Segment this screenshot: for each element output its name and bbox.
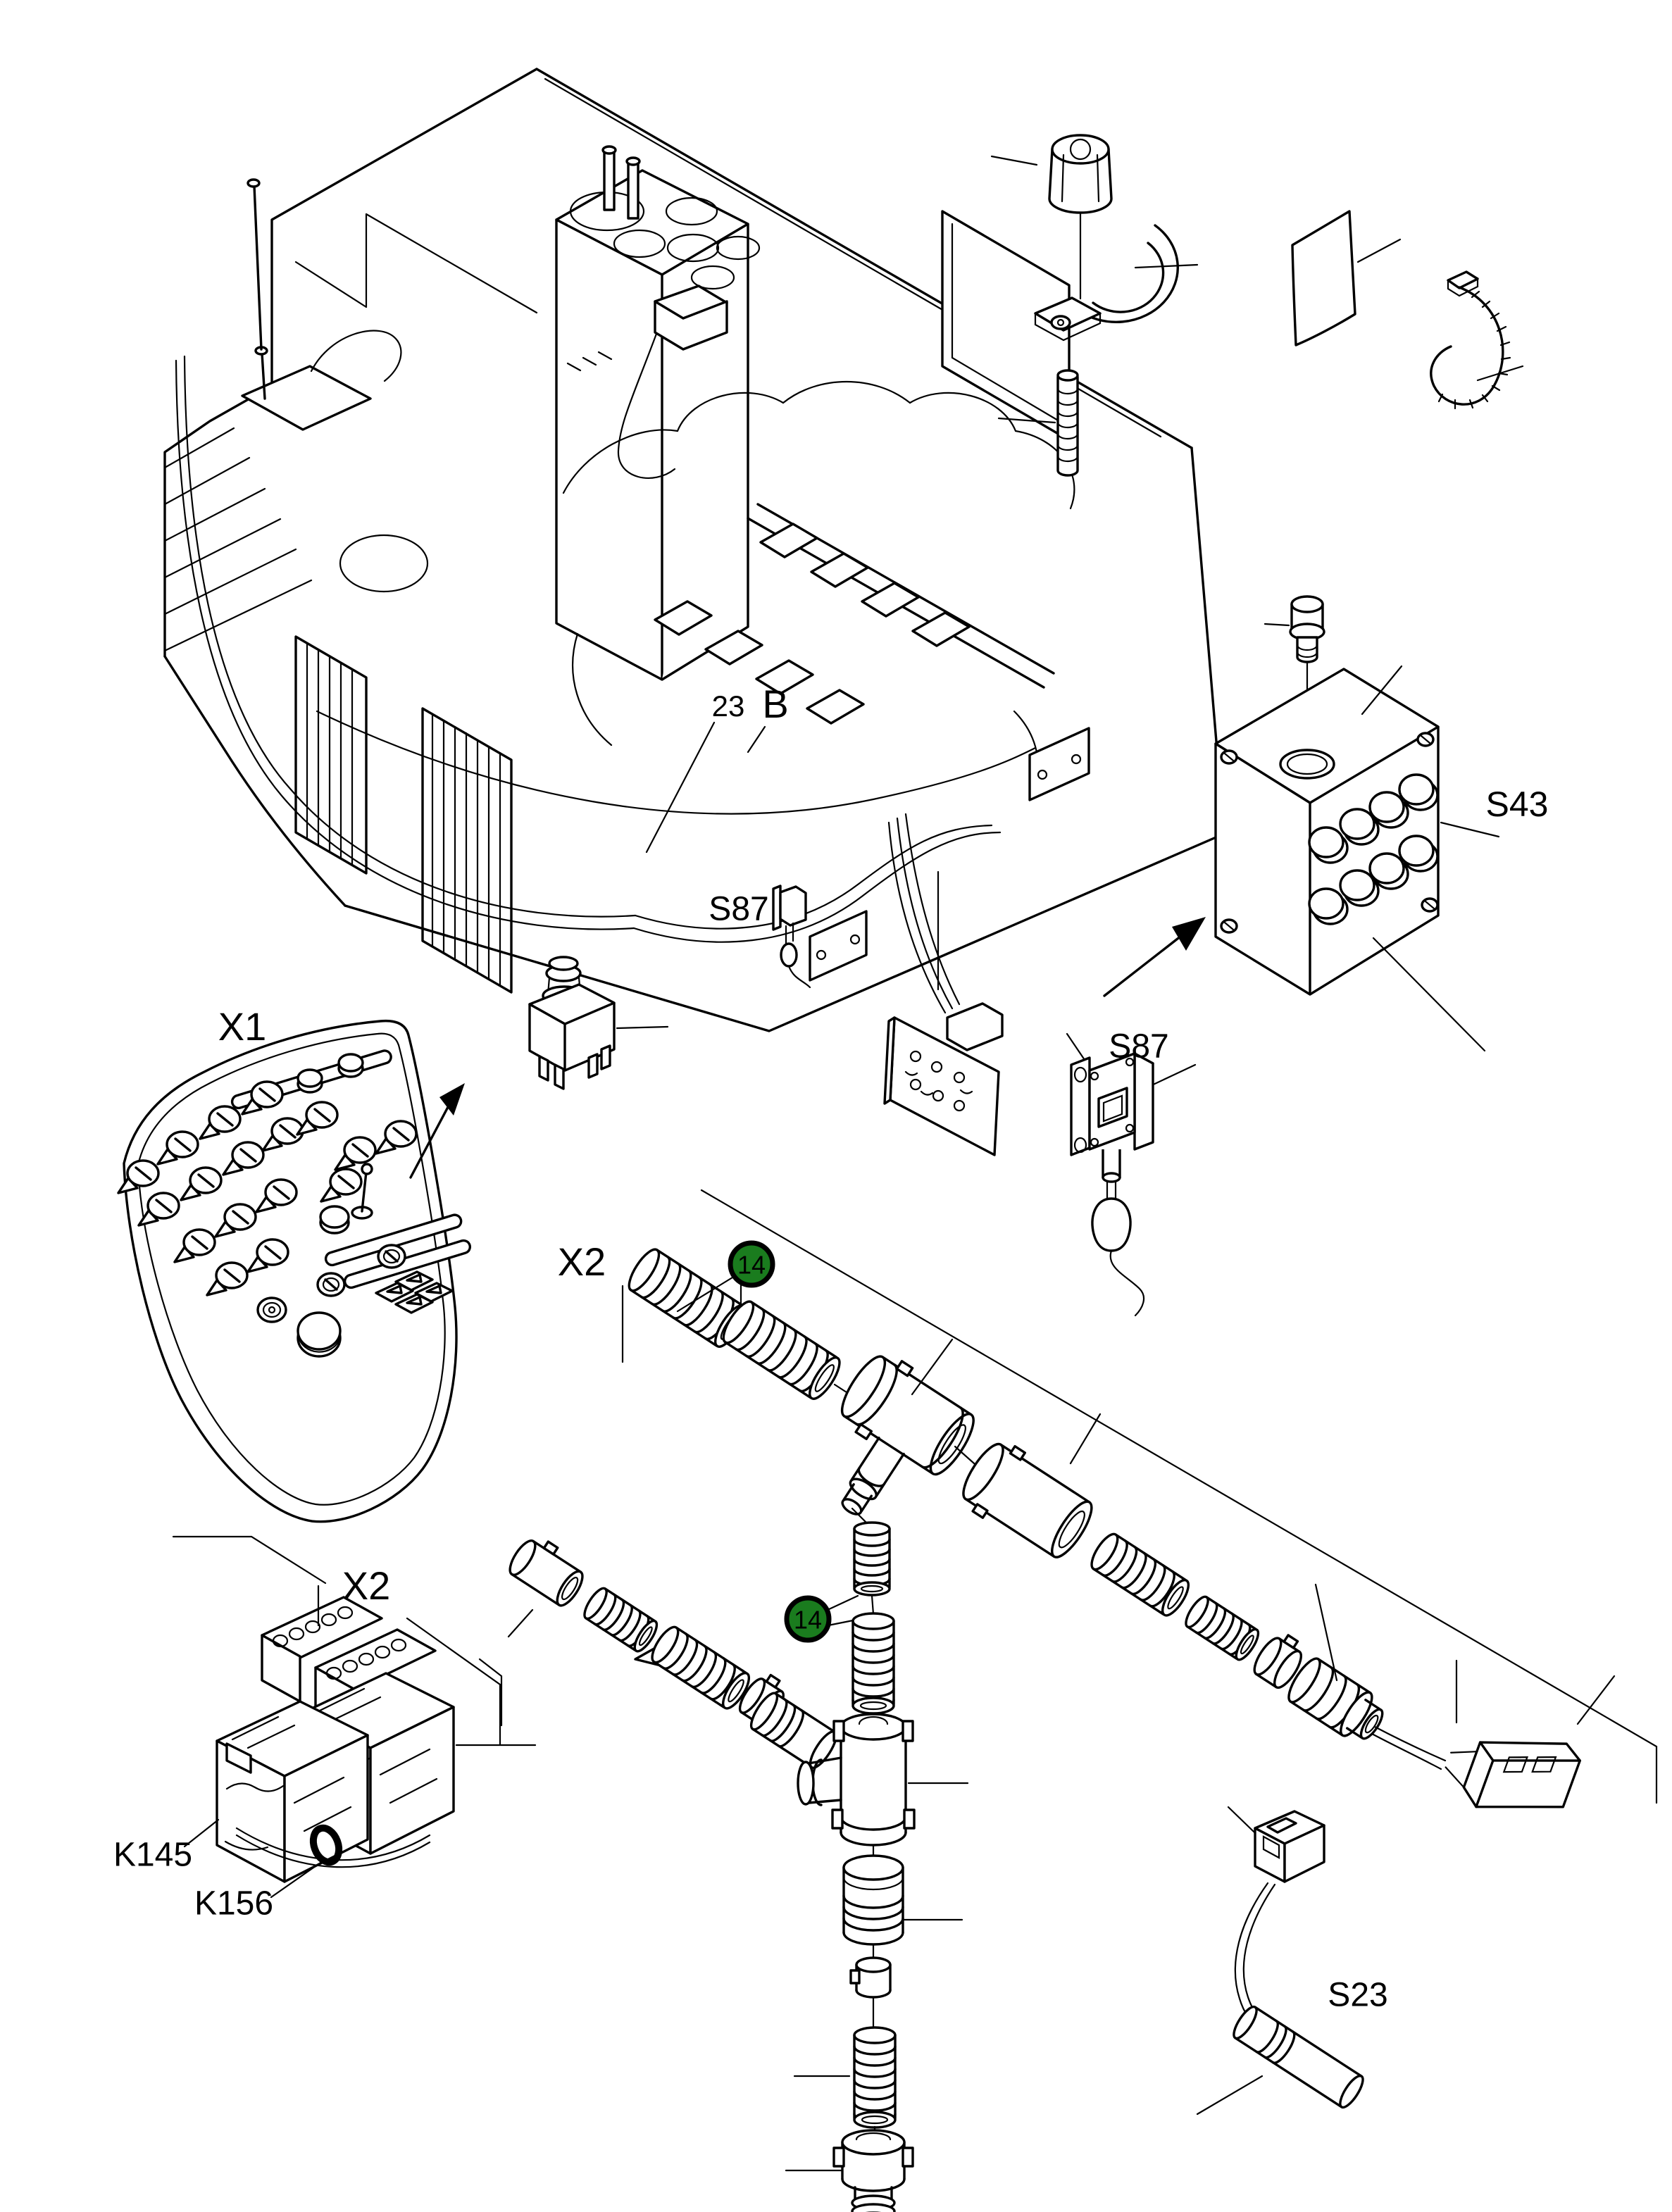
label-ref-b: B — [762, 682, 788, 726]
harness-wire — [1371, 1725, 1447, 1770]
panel-round-button — [337, 1053, 364, 1078]
label-s23: S23 — [1328, 1977, 1387, 2014]
label-s87-machine: S87 — [709, 891, 768, 928]
radiator-grille — [421, 707, 513, 994]
end-connector-bottom — [832, 2129, 914, 2212]
badge-1-value: 14 — [737, 1251, 766, 1280]
conduit-vertical — [853, 1521, 891, 1596]
panel-screw-knob — [377, 1244, 406, 1269]
panel-big-dome — [297, 1311, 342, 1358]
sleeve-connector — [962, 1442, 1093, 1558]
p-clamp — [1034, 224, 1179, 342]
s87-float-switch-machine — [772, 885, 811, 989]
badge-2-value: 14 — [794, 1606, 822, 1635]
leader-ref-23 — [645, 721, 716, 854]
conduit-vertical — [853, 2026, 897, 2129]
cable-tie — [1430, 270, 1524, 410]
relay-assembly: X2 K145 K156 — [113, 1535, 537, 1923]
conduit — [579, 1584, 662, 1656]
leader-k156 — [270, 1861, 322, 1899]
tower-relay-box — [654, 285, 728, 351]
clip-ring — [1253, 1634, 1302, 1689]
threaded-stud — [1056, 369, 1079, 477]
conduit — [1085, 1529, 1194, 1620]
leader — [507, 1608, 534, 1638]
battery-posts — [601, 145, 641, 220]
s43-buttons — [1308, 773, 1439, 925]
boot-e — [749, 1692, 837, 1769]
s23-sensor: S23 — [1196, 1806, 1388, 2116]
x2-harness-main: X2 14 — [558, 1189, 1658, 1808]
terminal-strip — [261, 1596, 383, 1703]
s23-connector — [1254, 1810, 1325, 1883]
clamp-assembly — [990, 134, 1199, 477]
machine-overview: S87 23 B — [163, 68, 1225, 1156]
conduit — [646, 1622, 755, 1713]
bracket — [478, 1658, 503, 1727]
label-k156: K156 — [194, 1885, 273, 1923]
conduit — [717, 1296, 847, 1404]
leader — [1069, 1413, 1102, 1465]
cap-nut — [1048, 134, 1113, 214]
rocker-switch — [528, 956, 669, 1090]
label-s87-detail: S87 — [1109, 1028, 1168, 1066]
leader — [1314, 1583, 1338, 1682]
bracket — [172, 1535, 501, 1747]
decal-label — [1291, 210, 1402, 346]
badge-14-1: 14 — [676, 1240, 775, 1323]
cable-looms — [175, 355, 1037, 1014]
end-connector-right — [1445, 1741, 1581, 1808]
panel-toggle — [351, 1163, 373, 1220]
label-x2-top: X2 — [558, 1239, 606, 1284]
link-connector — [849, 1956, 892, 1999]
conduit-vertical — [851, 1612, 895, 1715]
connector-a — [509, 1539, 584, 1607]
s23-probe — [1233, 2005, 1364, 2109]
leader-k145 — [183, 1818, 220, 1848]
mount-plate — [809, 727, 1090, 982]
label-x1: X1 — [218, 1004, 267, 1049]
t-connector-1 — [840, 1355, 975, 1516]
engine-block — [562, 381, 1075, 783]
panel-round-button — [297, 1068, 323, 1094]
s43-junction-box: S43 — [1103, 595, 1549, 1052]
s43-screws — [1220, 732, 1439, 934]
reference-line — [700, 1189, 1658, 1804]
arrow-to-s43 — [1103, 917, 1206, 997]
wire-ring — [309, 1824, 343, 1866]
panel-dome-button-top — [319, 1205, 350, 1229]
tank-cap-ring — [339, 534, 429, 593]
leader — [1196, 2075, 1264, 2116]
stairs-hatch — [163, 427, 313, 652]
panel-concentric-knob — [256, 1296, 287, 1323]
side-grille — [294, 635, 368, 875]
label-ref-23: 23 — [712, 689, 745, 723]
badge-14-2: 14 — [784, 1594, 859, 1643]
label-s43: S43 — [1486, 785, 1549, 824]
leader-ref-b — [747, 725, 766, 754]
sensor-wire — [1242, 1883, 1276, 2028]
leader — [911, 1338, 954, 1396]
x1-panel: X1 — [117, 956, 669, 1523]
s43-plug — [1264, 595, 1325, 759]
side-panel — [941, 210, 1071, 442]
label-k145: K145 — [113, 1837, 192, 1874]
pcb-board — [883, 1002, 1004, 1156]
arrow-to-rocker — [409, 1083, 465, 1179]
s87-float-switch-detail: S87 — [1066, 1028, 1197, 1317]
x2-harness-branch: 14 — [478, 1507, 969, 2212]
cylinder-connector — [842, 1854, 904, 1946]
t-connector-2 — [797, 1713, 916, 1847]
conduit — [1180, 1592, 1264, 1664]
leader — [1455, 1659, 1616, 1725]
panel-screw-knob — [316, 1272, 346, 1297]
battery-tower — [555, 145, 761, 681]
mast-platform — [241, 178, 402, 431]
relay-k145 — [216, 1700, 369, 1883]
